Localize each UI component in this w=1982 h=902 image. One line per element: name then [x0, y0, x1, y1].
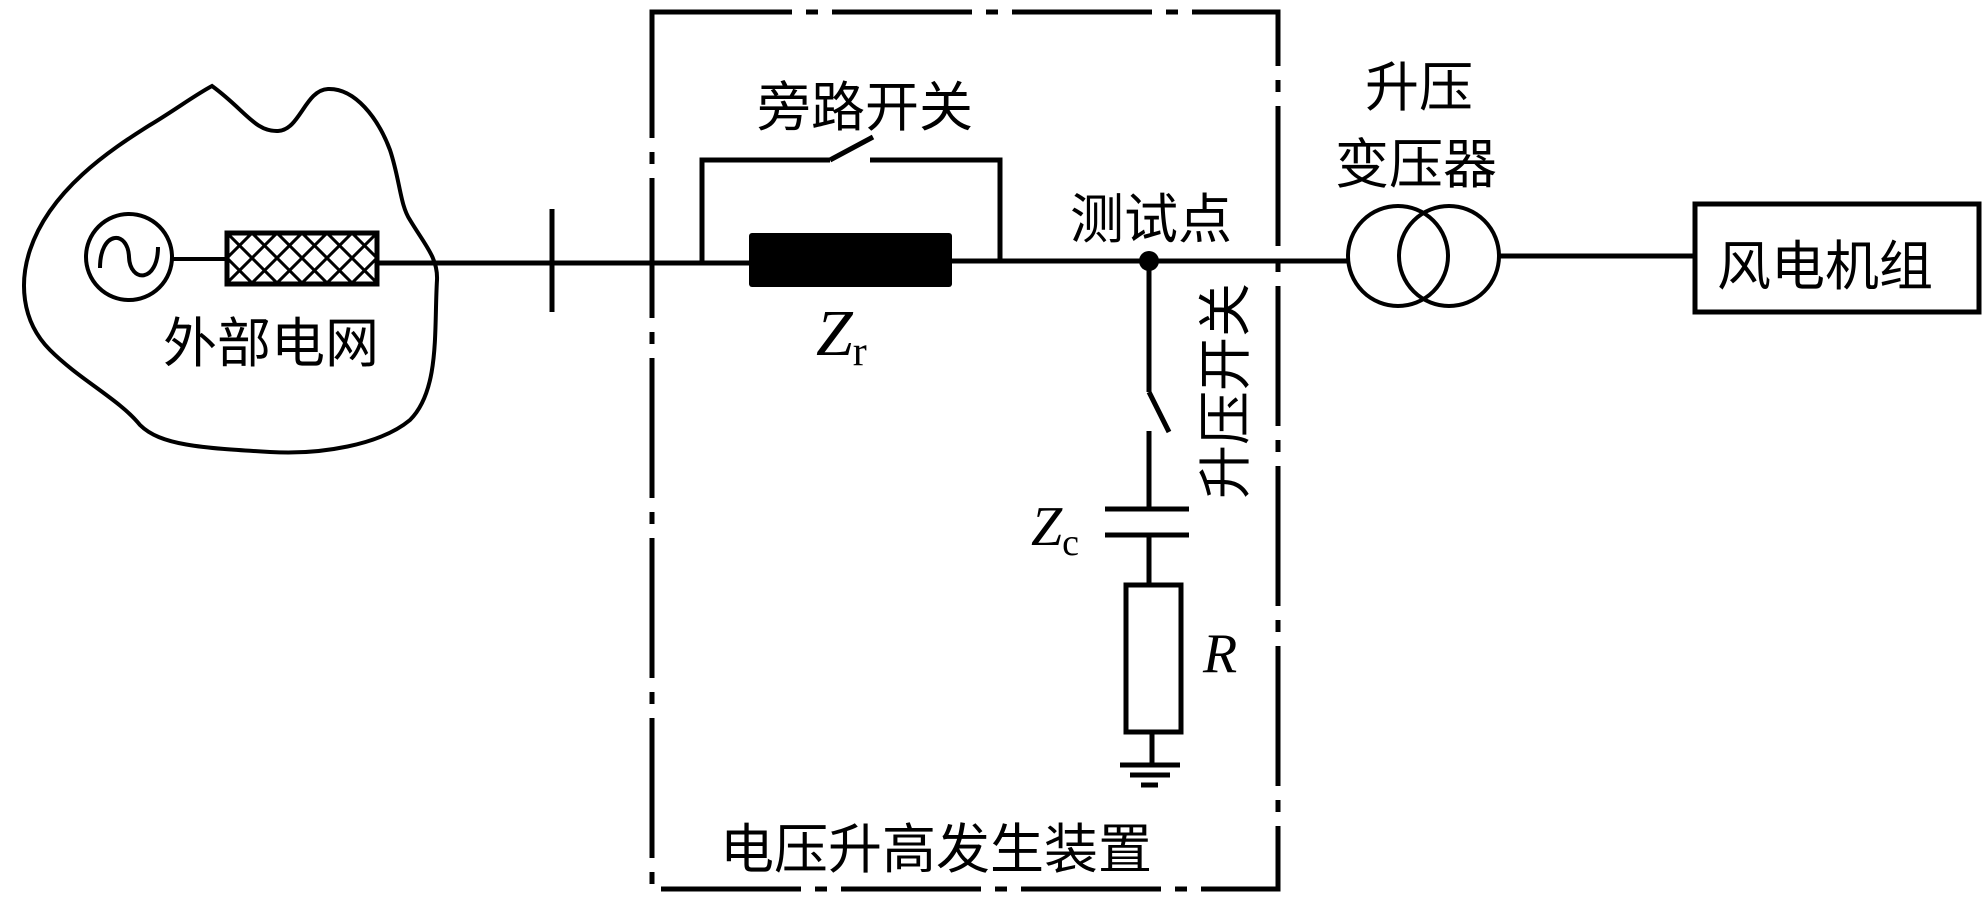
- zr-label: Zr: [816, 297, 867, 375]
- device-name-label: 电压升高发生装置: [720, 818, 1152, 881]
- bypass-right-arm: [870, 157, 1003, 263]
- bypass-left-arm: [699, 157, 830, 263]
- two-winding-transformer-icon: [1346, 204, 1501, 308]
- bypass-switch: [699, 134, 1003, 263]
- transformer-label-line2: 变压器: [1335, 133, 1497, 196]
- resistor-r: [1123, 582, 1184, 735]
- series-impedance-zr: [749, 233, 952, 287]
- resistor-label: R: [1202, 623, 1237, 685]
- zc-label: Zc: [1031, 496, 1079, 564]
- test-point-label: 测试点: [1070, 188, 1232, 251]
- grid-impedance-icon: [224, 230, 380, 287]
- open-switch-icon: [1146, 390, 1172, 434]
- wind-turbine-label: 风电机组: [1717, 235, 1933, 298]
- external-grid-outline: [22, 83, 440, 455]
- bypass-switch-label: 旁路开关: [757, 76, 973, 139]
- wind-turbine-box: [1692, 201, 1982, 315]
- transformer-label-line1: 升压: [1365, 56, 1473, 119]
- external-grid-label: 外部电网: [163, 312, 379, 375]
- ac-source-icon: [84, 212, 174, 302]
- external-grid: 外部电网: [22, 83, 440, 455]
- boost-switch-label: 升压开关: [1194, 283, 1257, 499]
- boost-branch: [1105, 261, 1189, 788]
- ground-icon: [1120, 762, 1180, 788]
- device-boundary: [649, 9, 1281, 892]
- open-switch-icon: [828, 134, 875, 163]
